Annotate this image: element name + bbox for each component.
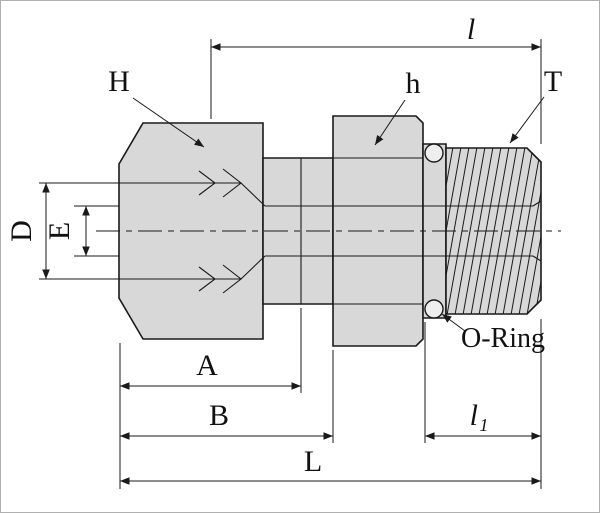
callout-h: h bbox=[374, 67, 421, 146]
dimension-L: L bbox=[120, 445, 541, 485]
dimension-B: B bbox=[120, 350, 334, 443]
internal-bore-lines bbox=[119, 157, 542, 305]
dim-label-B: B bbox=[209, 399, 229, 432]
dimension-l1: l₁ bbox=[424, 319, 542, 489]
dim-label-T: T bbox=[544, 65, 562, 98]
dimension-E: E bbox=[43, 205, 119, 257]
o-ring-bottom bbox=[424, 299, 444, 319]
dim-label-h: h bbox=[406, 67, 421, 100]
dim-label-E: E bbox=[43, 222, 76, 240]
dim-label-H: H bbox=[108, 65, 130, 98]
dimension-D: D bbox=[5, 182, 119, 280]
dim-label-A: A bbox=[196, 349, 218, 382]
callout-o-ring: O-Ring bbox=[441, 313, 545, 354]
dim-label-l1: l₁ bbox=[470, 399, 489, 432]
dim-label-l: l bbox=[467, 13, 475, 46]
dimension-l: l bbox=[210, 13, 542, 144]
o-ring-top bbox=[424, 143, 444, 163]
dimension-A: A bbox=[119, 308, 302, 489]
ferrule-set bbox=[198, 168, 242, 294]
callout-T: T bbox=[509, 65, 562, 144]
o-ring-label: O-Ring bbox=[461, 323, 545, 354]
dim-label-D: D bbox=[5, 220, 38, 242]
callout-H: H bbox=[108, 65, 205, 148]
dim-label-L: L bbox=[304, 445, 322, 478]
